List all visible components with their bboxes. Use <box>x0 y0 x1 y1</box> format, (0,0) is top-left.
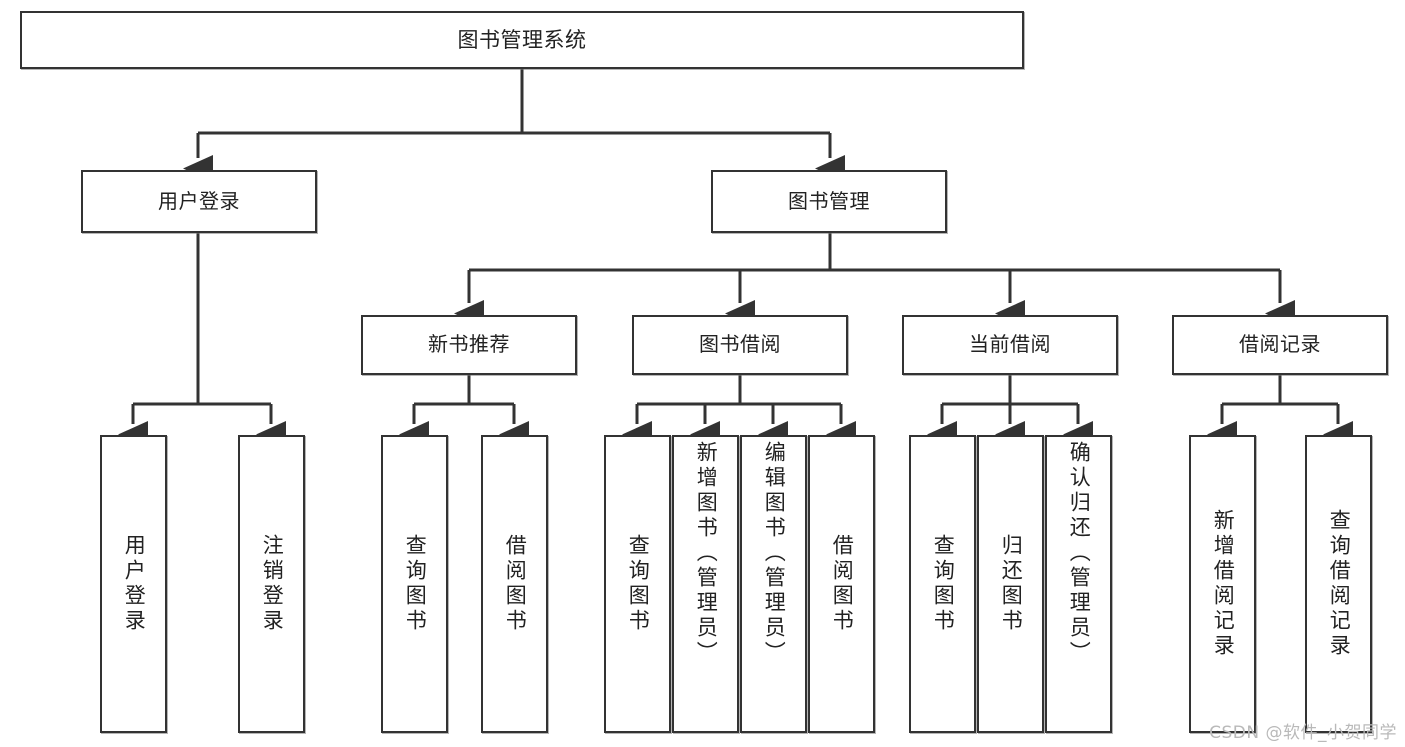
leaf-book-borrow-3[interactable]: 借阅图书 <box>808 435 875 733</box>
leaf-book-borrow-3-label: 借阅图书 <box>830 534 855 634</box>
leaf-current-borrow-2-label: 确认归还（管理员） <box>1067 441 1092 666</box>
leaf-current-borrow-1[interactable]: 归还图书 <box>977 435 1044 733</box>
node-borrow-record[interactable]: 借阅记录 <box>1172 315 1388 375</box>
node-book-borrow[interactable]: 图书借阅 <box>632 315 848 375</box>
leaf-current-borrow-0[interactable]: 查询图书 <box>909 435 976 733</box>
leaf-user-login-0-label: 用户登录 <box>122 534 147 634</box>
node-user-login-label: 用户登录 <box>158 188 240 213</box>
leaf-book-borrow-0[interactable]: 查询图书 <box>604 435 671 733</box>
leaf-book-borrow-1[interactable]: 新增图书（管理员） <box>672 435 739 733</box>
leaf-new-book-rec-1-label: 借阅图书 <box>503 534 528 634</box>
leaf-current-borrow-0-label: 查询图书 <box>931 534 956 634</box>
leaf-user-login-0[interactable]: 用户登录 <box>100 435 167 733</box>
node-new-book-rec-label: 新书推荐 <box>428 332 510 357</box>
node-book-manage-label: 图书管理 <box>788 188 870 213</box>
leaf-book-borrow-2-label: 编辑图书（管理员） <box>762 441 787 666</box>
leaf-new-book-rec-0[interactable]: 查询图书 <box>381 435 448 733</box>
node-root[interactable]: 图书管理系统 <box>20 11 1024 69</box>
node-new-book-rec[interactable]: 新书推荐 <box>361 315 577 375</box>
csdn-watermark: CSDN @软件_小贺同学 <box>1209 723 1397 743</box>
leaf-borrow-record-0-label: 新增借阅记录 <box>1211 509 1236 659</box>
leaf-user-login-1-label: 注销登录 <box>260 534 285 634</box>
leaf-new-book-rec-0-label: 查询图书 <box>403 534 428 634</box>
node-current-borrow[interactable]: 当前借阅 <box>902 315 1118 375</box>
leaf-borrow-record-1[interactable]: 查询借阅记录 <box>1305 435 1372 733</box>
node-user-login[interactable]: 用户登录 <box>81 170 317 233</box>
leaf-current-borrow-2[interactable]: 确认归还（管理员） <box>1045 435 1112 733</box>
node-book-borrow-label: 图书借阅 <box>699 332 781 357</box>
leaf-user-login-1[interactable]: 注销登录 <box>238 435 305 733</box>
node-current-borrow-label: 当前借阅 <box>969 332 1051 357</box>
node-borrow-record-label: 借阅记录 <box>1239 332 1321 357</box>
leaf-book-borrow-2[interactable]: 编辑图书（管理员） <box>740 435 807 733</box>
node-book-manage[interactable]: 图书管理 <box>711 170 947 233</box>
leaf-current-borrow-1-label: 归还图书 <box>999 534 1024 634</box>
leaf-borrow-record-1-label: 查询借阅记录 <box>1327 509 1352 659</box>
leaf-borrow-record-0[interactable]: 新增借阅记录 <box>1189 435 1256 733</box>
leaf-book-borrow-1-label: 新增图书（管理员） <box>694 441 719 666</box>
leaf-book-borrow-0-label: 查询图书 <box>626 534 651 634</box>
leaf-new-book-rec-1[interactable]: 借阅图书 <box>481 435 548 733</box>
node-root-label: 图书管理系统 <box>457 27 587 52</box>
